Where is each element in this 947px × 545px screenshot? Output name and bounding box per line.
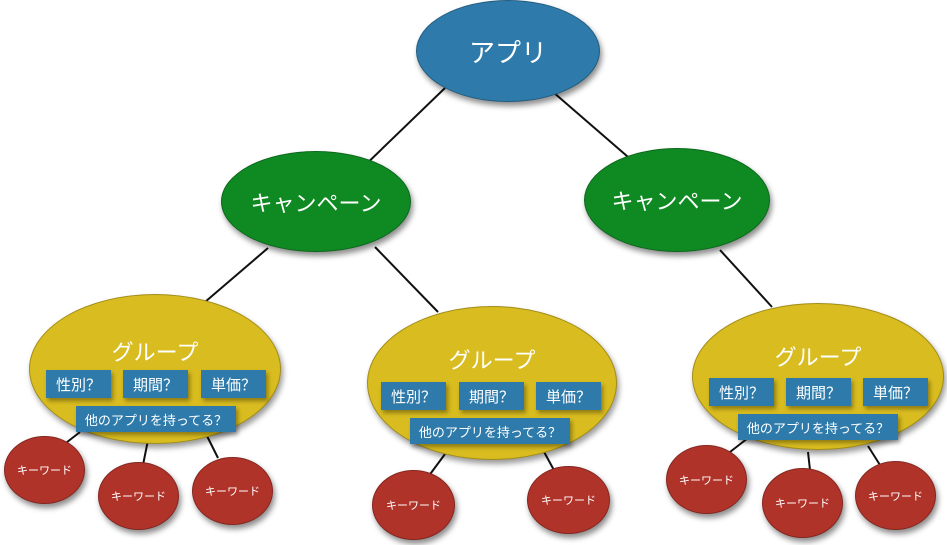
group-title: グループ bbox=[111, 341, 199, 366]
unit-price-tag: 単価？ bbox=[201, 370, 266, 398]
app-label: アプリ bbox=[468, 38, 547, 69]
edge-campaign1-group2 bbox=[374, 246, 439, 313]
edge-campaign1-group1 bbox=[204, 247, 269, 303]
campaign-label: キャンペーン bbox=[250, 191, 382, 217]
gender-tag: 性別？ bbox=[709, 378, 774, 406]
campaign-node-2: キャンペーン bbox=[584, 148, 770, 252]
unit-price-tag: 単価？ bbox=[536, 382, 601, 410]
keyword-label: キーワード bbox=[868, 489, 923, 503]
keyword-node: キーワード bbox=[855, 461, 936, 530]
keyword-node: キーワード bbox=[4, 436, 85, 504]
edge-group1-keyword2 bbox=[142, 439, 149, 466]
gender-tag: 性別？ bbox=[46, 370, 111, 398]
keyword-node: キーワード bbox=[372, 470, 455, 540]
app-node: アプリ bbox=[416, 0, 600, 102]
unit-price-tag: 単価？ bbox=[863, 378, 928, 406]
keyword-label: キーワード bbox=[111, 490, 166, 503]
edge-group3-keyword2 bbox=[807, 451, 811, 471]
keyword-label: キーワード bbox=[17, 464, 72, 477]
period-tag: 期間？ bbox=[123, 370, 188, 398]
period-tag: 期間？ bbox=[786, 378, 851, 406]
keyword-label: キーワード bbox=[205, 485, 260, 498]
keyword-node: キーワード bbox=[762, 468, 843, 538]
keyword-node: キーワード bbox=[98, 462, 179, 530]
keyword-label: キーワード bbox=[679, 473, 734, 487]
other-apps-tag: 他のアプリを持ってる？ bbox=[410, 418, 570, 444]
campaign-label: キャンペーン bbox=[611, 190, 743, 215]
gender-tag: 性別？ bbox=[381, 382, 446, 410]
edge-group3-keyword1 bbox=[729, 437, 749, 453]
other-apps-tag: 他のアプリを持ってる？ bbox=[76, 406, 236, 432]
edge-app-campaign-1 bbox=[357, 87, 446, 173]
campaign-node-1: キャンペーン bbox=[221, 151, 411, 252]
keyword-node: キーワード bbox=[666, 445, 747, 514]
edge-app-campaign-2 bbox=[552, 91, 636, 164]
keyword-label: キーワード bbox=[775, 497, 830, 510]
period-tag: 期間？ bbox=[459, 382, 524, 410]
edge-group3-keyword3 bbox=[867, 445, 881, 466]
keyword-label: キーワード bbox=[386, 499, 441, 512]
other-apps-tag: 他のアプリを持ってる？ bbox=[738, 414, 898, 440]
group-title: グループ bbox=[448, 349, 536, 374]
keyword-node: キーワード bbox=[192, 457, 273, 525]
keyword-node: キーワード bbox=[527, 466, 610, 534]
keyword-label: キーワード bbox=[541, 494, 596, 507]
group-title: グループ bbox=[774, 346, 862, 371]
edge-campaign2-group3 bbox=[719, 249, 773, 308]
